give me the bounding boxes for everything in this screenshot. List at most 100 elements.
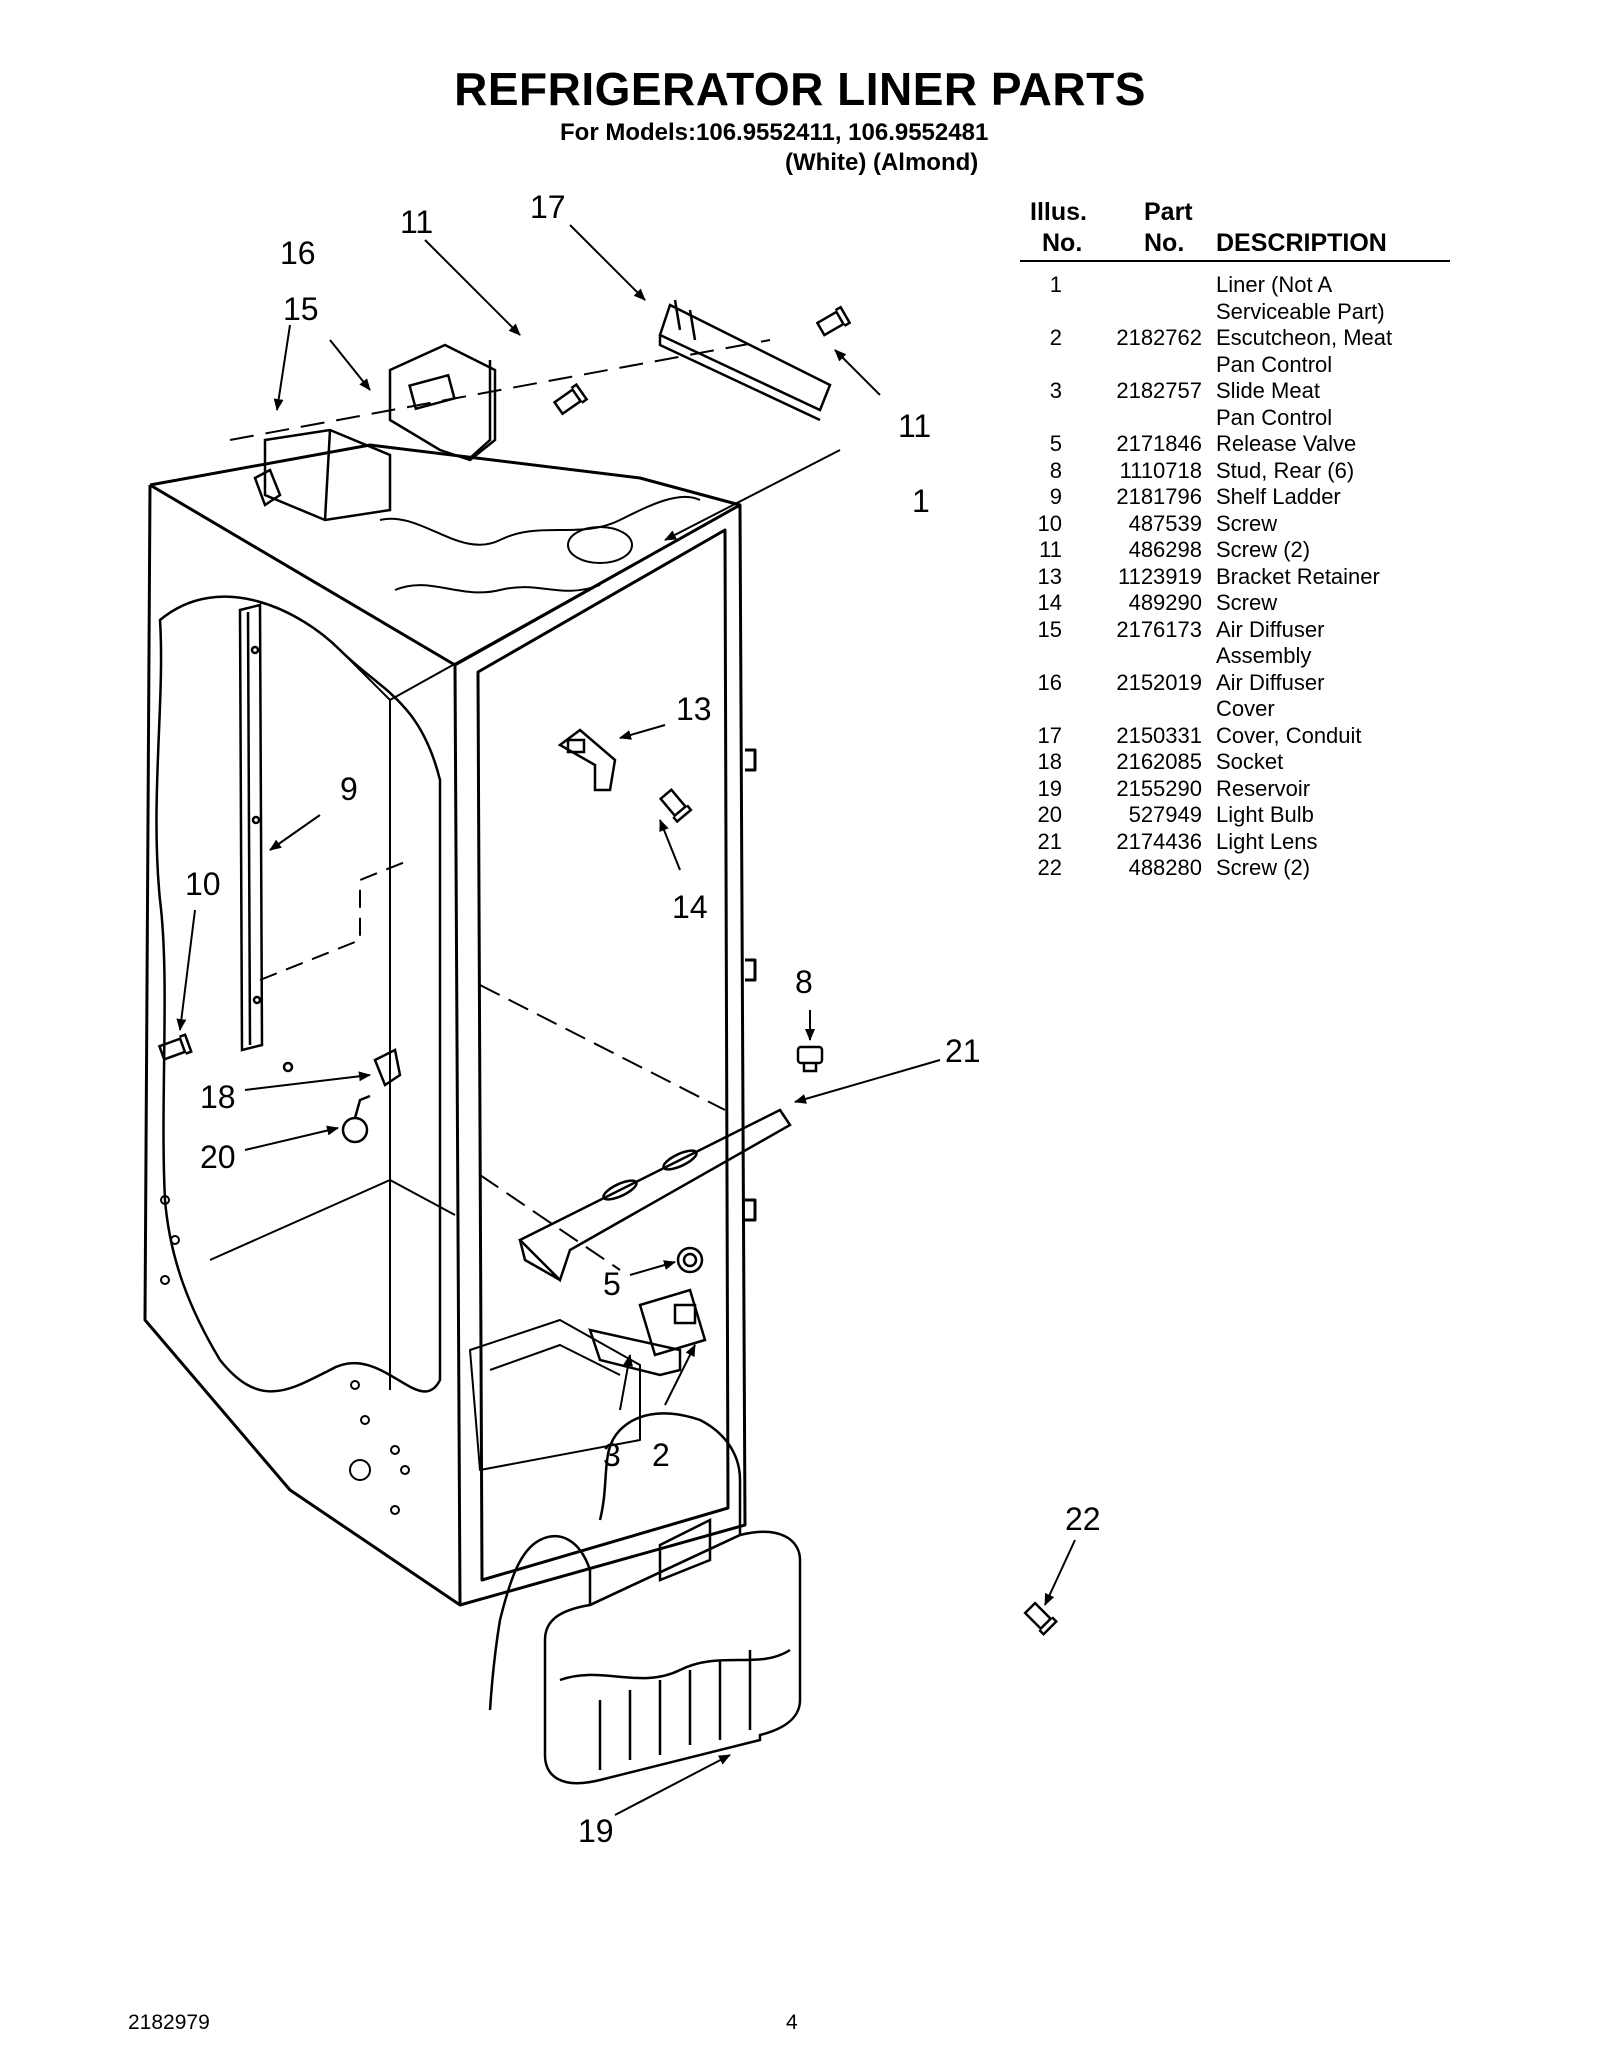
callout-20: 20 — [200, 1139, 236, 1175]
illus-number: 16 — [1037, 669, 1062, 695]
part-description: Cover, Conduit — [1216, 722, 1362, 748]
part-number: 2155290 — [1116, 775, 1202, 801]
screws — [157, 305, 1059, 1637]
part-number — [1062, 299, 1202, 326]
illus-number: 2 — [1049, 325, 1062, 350]
illus-number: 17 — [1037, 722, 1062, 748]
part-number: 2182757 — [1116, 378, 1202, 403]
part-description: Stud, Rear (6) — [1216, 457, 1355, 483]
illus-number: 20 — [1037, 802, 1062, 827]
callout-11-right: 11 — [898, 408, 931, 444]
table-row: 18 2162085 Socket — [1020, 749, 1450, 776]
liner-cabinet — [143, 339, 771, 1607]
table-row-continuation: Cover — [1020, 696, 1450, 723]
models-line: For Models:106.9552411, 106.9552481 — [560, 119, 989, 146]
illus-number: 10 — [1037, 510, 1062, 536]
illus-number — [1020, 299, 1062, 326]
document-number: 2182979 — [128, 2011, 210, 2034]
illus-number — [1020, 696, 1062, 723]
part-number: 2150331 — [1116, 722, 1202, 748]
illus-number: 19 — [1037, 775, 1062, 801]
callout-16: 16 — [280, 235, 316, 271]
part-description: Socket — [1216, 749, 1284, 774]
header-illus-1: Illus. — [1030, 198, 1087, 226]
part-number: 2152019 — [1116, 669, 1202, 695]
part-number — [1062, 352, 1202, 379]
part-description: Bracket Retainer — [1216, 563, 1380, 589]
callout-3: 3 — [603, 1437, 621, 1473]
header-part-1: Part — [1144, 198, 1193, 226]
part-description: Air Diffuser — [1216, 616, 1325, 642]
part-description: Screw — [1216, 590, 1278, 615]
part-description: Slide Meat — [1216, 378, 1320, 403]
socket-and-bulb — [282, 1048, 402, 1144]
part-description: Light Lens — [1216, 828, 1318, 854]
illus-number — [1020, 352, 1062, 379]
part-number: 1123919 — [1117, 563, 1202, 589]
part-number: 488280 — [1128, 855, 1202, 880]
table-row: 2 2182762 Escutcheon, Meat — [1020, 325, 1450, 352]
illus-number: 18 — [1037, 749, 1062, 774]
table-row: 3 2182757 Slide Meat — [1020, 378, 1450, 405]
table-row-continuation: Assembly — [1020, 643, 1450, 670]
callout-8: 8 — [795, 964, 813, 1000]
illus-number: 14 — [1037, 590, 1062, 615]
parts-table-header: Illus. No. Part No. DESCRIPTION — [1020, 198, 1450, 262]
header-illus-2: No. — [1042, 229, 1083, 257]
illus-number — [1020, 643, 1062, 670]
table-row: 9 2181796 Shelf Ladder — [1020, 484, 1450, 511]
illus-number: 13 — [1037, 563, 1062, 589]
part-description: Escutcheon, Meat — [1216, 325, 1393, 350]
callout-11-top: 11 — [400, 204, 433, 240]
reservoir — [488, 1412, 802, 1785]
part-number: 489290 — [1128, 590, 1202, 615]
part-description: Cover — [1216, 696, 1275, 721]
part-number: 2176173 — [1116, 616, 1202, 642]
header-part-2: No. — [1144, 229, 1185, 257]
table-row: 14 489290 Screw — [1020, 590, 1450, 617]
part-description: Pan Control — [1216, 351, 1333, 377]
part-number: 2162085 — [1116, 749, 1202, 774]
part-description: Shelf Ladder — [1216, 484, 1341, 509]
table-row-continuation: Pan Control — [1020, 405, 1450, 432]
callout-18: 18 — [200, 1079, 236, 1115]
illus-number: 8 — [1049, 457, 1062, 483]
illus-number — [1020, 405, 1062, 432]
callout-1: 1 — [912, 483, 930, 519]
part-number: 2182762 — [1116, 325, 1202, 350]
part-description: Air Diffuser — [1216, 669, 1325, 695]
part-description: Assembly — [1216, 643, 1312, 668]
illus-number: 22 — [1037, 855, 1062, 880]
part-description: Pan Control — [1216, 404, 1333, 430]
illus-number: 3 — [1049, 378, 1062, 403]
part-number: 2181796 — [1116, 484, 1202, 509]
callout-13: 13 — [676, 691, 712, 727]
shelf-ladder — [238, 603, 264, 1052]
header-description: DESCRIPTION — [1216, 229, 1387, 257]
page-title: REFRIGERATOR LINER PARTS — [454, 63, 1146, 115]
part-number: 2171846 — [1116, 431, 1202, 456]
part-description: Liner (Not A — [1216, 272, 1333, 297]
models-subtitle: For Models:106.9552411, 106.9552481 (Whi… — [560, 118, 988, 178]
illus-number: 9 — [1049, 484, 1062, 509]
callout-2: 2 — [652, 1437, 670, 1473]
callout-9: 9 — [340, 771, 358, 807]
part-number — [1062, 405, 1202, 432]
part-description: Release Valve — [1216, 431, 1357, 456]
part-number: 527949 — [1128, 802, 1202, 827]
callout-15: 15 — [283, 291, 319, 327]
callout-17: 17 — [530, 189, 566, 225]
part-description: Screw (2) — [1216, 537, 1311, 562]
illus-number: 21 — [1037, 828, 1062, 854]
air-diffuser-parts — [253, 343, 497, 522]
leader-lines — [176, 224, 1076, 1816]
